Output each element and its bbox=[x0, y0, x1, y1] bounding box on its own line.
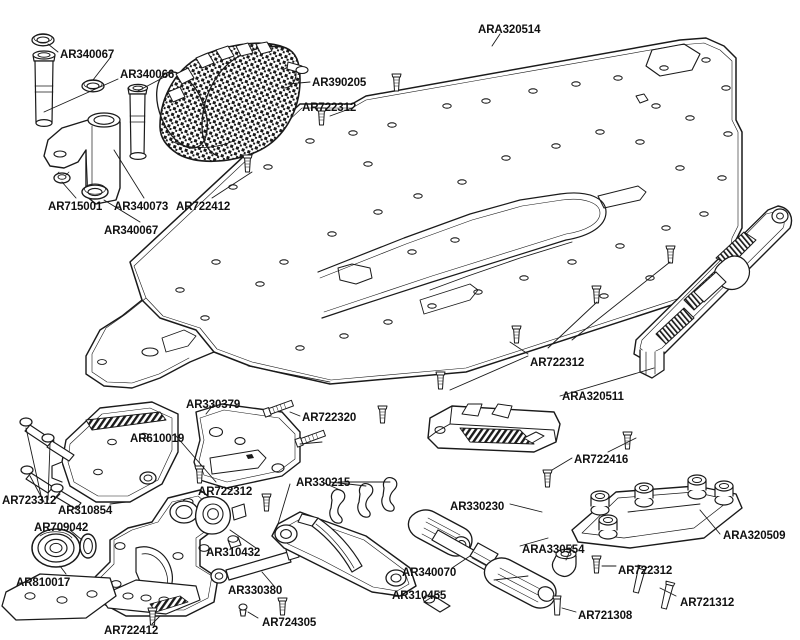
part-screw-722320-b bbox=[294, 429, 326, 448]
part-label-screw-721312: AR721312 bbox=[680, 597, 735, 609]
part-label-screw-722320: AR722320 bbox=[302, 412, 357, 424]
part-label-bearing-810017: AR810017 bbox=[16, 577, 71, 589]
part-label-screw-722312-motor: AR722312 bbox=[302, 102, 357, 114]
part-suspension-mount-block bbox=[193, 403, 301, 489]
part-label-motor-mount-plate: AR310854 bbox=[58, 505, 113, 517]
part-o-ring-709042 bbox=[79, 533, 97, 559]
part-bearing-lower bbox=[81, 183, 109, 200]
part-label-screw-721308: AR721308 bbox=[578, 610, 633, 622]
part-label-turnbuckle-body: AR330230 bbox=[450, 501, 505, 513]
part-label-ball-cup-330554: ARA330554 bbox=[522, 544, 585, 556]
part-bearing-mid bbox=[81, 79, 105, 93]
part-label-pin-340073: AR340073 bbox=[114, 201, 169, 213]
part-chassis-lower-left-plate bbox=[1, 573, 117, 621]
part-label-bearing-mid: AR340066 bbox=[120, 69, 175, 81]
part-screw-724305 bbox=[238, 603, 248, 617]
part-label-bushing-310432: AR310432 bbox=[206, 547, 261, 559]
part-label-screw-724305: AR724305 bbox=[262, 617, 317, 629]
part-screw-721312-b bbox=[660, 580, 676, 610]
part-label-screw-722312-brace: AR722312 bbox=[618, 565, 673, 577]
part-label-nut-715001: AR715001 bbox=[48, 201, 103, 213]
part-label-screw-723312: AR723312 bbox=[2, 495, 57, 507]
part-bearing-810017 bbox=[31, 528, 81, 568]
part-label-bearing-lower: AR340067 bbox=[104, 225, 159, 237]
part-rear-shock-tower-arm bbox=[633, 205, 793, 379]
part-label-shock-clips: AR330215 bbox=[296, 477, 351, 489]
part-label-gearbox-case: AR610019 bbox=[130, 433, 185, 445]
part-label-spacer-310455: AR310455 bbox=[392, 590, 447, 602]
part-label-turnbuckle-rod: AR340070 bbox=[402, 567, 457, 579]
part-label-suspension-mount-block: AR330379 bbox=[186, 399, 241, 411]
part-label-bearing-upper: AR340067 bbox=[60, 49, 115, 61]
part-screw-721308 bbox=[552, 595, 562, 616]
part-front-bulkhead-brace bbox=[571, 474, 743, 549]
part-label-screw-722412-top: AR722412 bbox=[176, 201, 231, 213]
part-bushing-310432 bbox=[194, 496, 247, 535]
part-label-front-bulkhead-brace: ARA320509 bbox=[723, 530, 786, 542]
leader-lines bbox=[25, 33, 721, 625]
part-lower-suspension-arm bbox=[271, 511, 417, 597]
part-motor-mount-arm bbox=[43, 112, 121, 205]
part-label-screw-722312-mount: AR722312 bbox=[198, 486, 253, 498]
part-label-main-chassis-plate: ARA320514 bbox=[478, 24, 541, 36]
part-brushless-motor bbox=[156, 41, 309, 163]
part-standoff-mid bbox=[127, 83, 149, 161]
part-label-hinge-pin-330380: AR330380 bbox=[228, 585, 283, 597]
part-screw-722320-a bbox=[262, 399, 294, 418]
part-hinge-pin-330380 bbox=[210, 546, 300, 584]
part-label-screw-722416: AR722416 bbox=[574, 454, 629, 466]
part-label-battery-strap-mount: ARA320511 bbox=[562, 391, 624, 403]
part-label-screw-722412-bottom: AR722412 bbox=[104, 625, 159, 637]
part-label-brushless-motor: AR390205 bbox=[312, 77, 367, 89]
part-motor-mount-plate bbox=[51, 401, 179, 503]
part-battery-strap-mount bbox=[427, 403, 561, 453]
part-label-o-ring-709042: AR709042 bbox=[34, 522, 89, 534]
part-screws-723312 bbox=[19, 417, 82, 510]
part-nut-715001 bbox=[53, 171, 71, 184]
part-standoff-left bbox=[32, 50, 56, 127]
part-gearbox-case bbox=[93, 489, 219, 617]
part-label-screw-722312-chassis: AR722312 bbox=[530, 357, 585, 369]
part-screw-721312-a bbox=[632, 564, 648, 594]
part-small-bushing bbox=[227, 535, 242, 549]
part-bearing-upper bbox=[31, 33, 55, 47]
